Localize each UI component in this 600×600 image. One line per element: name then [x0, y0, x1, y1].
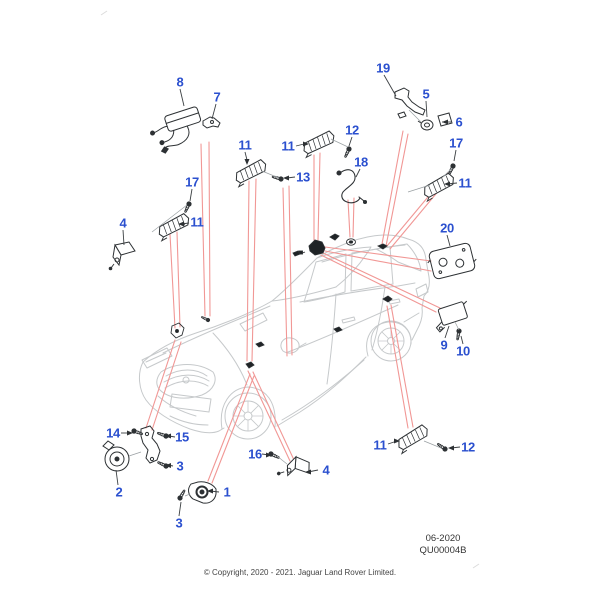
part-18-cable-loop [336, 169, 368, 205]
callout-4-2[interactable]: 4 [322, 462, 330, 478]
callout-20[interactable]: 20 [440, 220, 454, 236]
callout-arrowheads [127, 119, 454, 494]
callout-18[interactable]: 18 [354, 154, 368, 170]
callout-17-1[interactable]: 17 [449, 135, 463, 151]
callout-3-1[interactable]: 3 [176, 458, 184, 474]
part-19-bracket [394, 87, 426, 119]
part-9-bracket-module [435, 300, 468, 333]
copyright-line: © Copyright, 2020 - 2021. Jaguar Land Ro… [203, 568, 397, 577]
callout-6[interactable]: 6 [455, 114, 463, 130]
red-leader-lines [145, 130, 451, 484]
guide-lines [128, 109, 460, 497]
drawing-code: QU00004B [419, 545, 467, 556]
part-1-bracket-grommet [188, 481, 217, 504]
callout-15[interactable]: 15 [175, 429, 189, 445]
callout-17-2[interactable]: 17 [185, 174, 199, 190]
part-4-sensors [108, 241, 315, 490]
part-6-square-pad [437, 112, 453, 127]
callout-12-2[interactable]: 12 [461, 439, 475, 455]
callout-2[interactable]: 2 [115, 484, 123, 500]
callout-13[interactable]: 13 [296, 169, 310, 185]
title-block: 06-2020 QU00004B [398, 533, 488, 557]
part-8-module-with-harness [150, 106, 202, 154]
callout-5[interactable]: 5 [422, 86, 430, 102]
callout-1[interactable]: 1 [223, 484, 231, 500]
callout-4-1[interactable]: 4 [119, 215, 127, 231]
callout-19[interactable]: 19 [376, 60, 390, 76]
part-20-module-box [427, 242, 477, 280]
date-code: 06-2020 [425, 533, 461, 544]
callout-11-4[interactable]: 11 [190, 214, 204, 230]
callout-8[interactable]: 8 [176, 74, 184, 90]
callout-11-2[interactable]: 11 [281, 138, 295, 154]
callout-11-1[interactable]: 11 [238, 137, 252, 153]
callout-12-1[interactable]: 12 [345, 122, 359, 138]
callout-9[interactable]: 9 [440, 337, 448, 353]
callout-7[interactable]: 7 [213, 89, 221, 105]
callout-11-3[interactable]: 11 [458, 175, 472, 191]
callout-11-5[interactable]: 11 [373, 437, 387, 453]
registration-marks [100, 10, 480, 569]
part-2-siren [102, 440, 130, 472]
part-14-15-bracket [140, 425, 161, 464]
callout-16[interactable]: 16 [248, 446, 262, 462]
callout-3-2[interactable]: 3 [175, 515, 183, 531]
callout-10[interactable]: 10 [456, 343, 470, 359]
part-5-round-sensor [417, 119, 434, 131]
callout-14[interactable]: 14 [106, 425, 120, 441]
mounted-clips [170, 233, 393, 369]
part-7-bracket [202, 116, 221, 129]
